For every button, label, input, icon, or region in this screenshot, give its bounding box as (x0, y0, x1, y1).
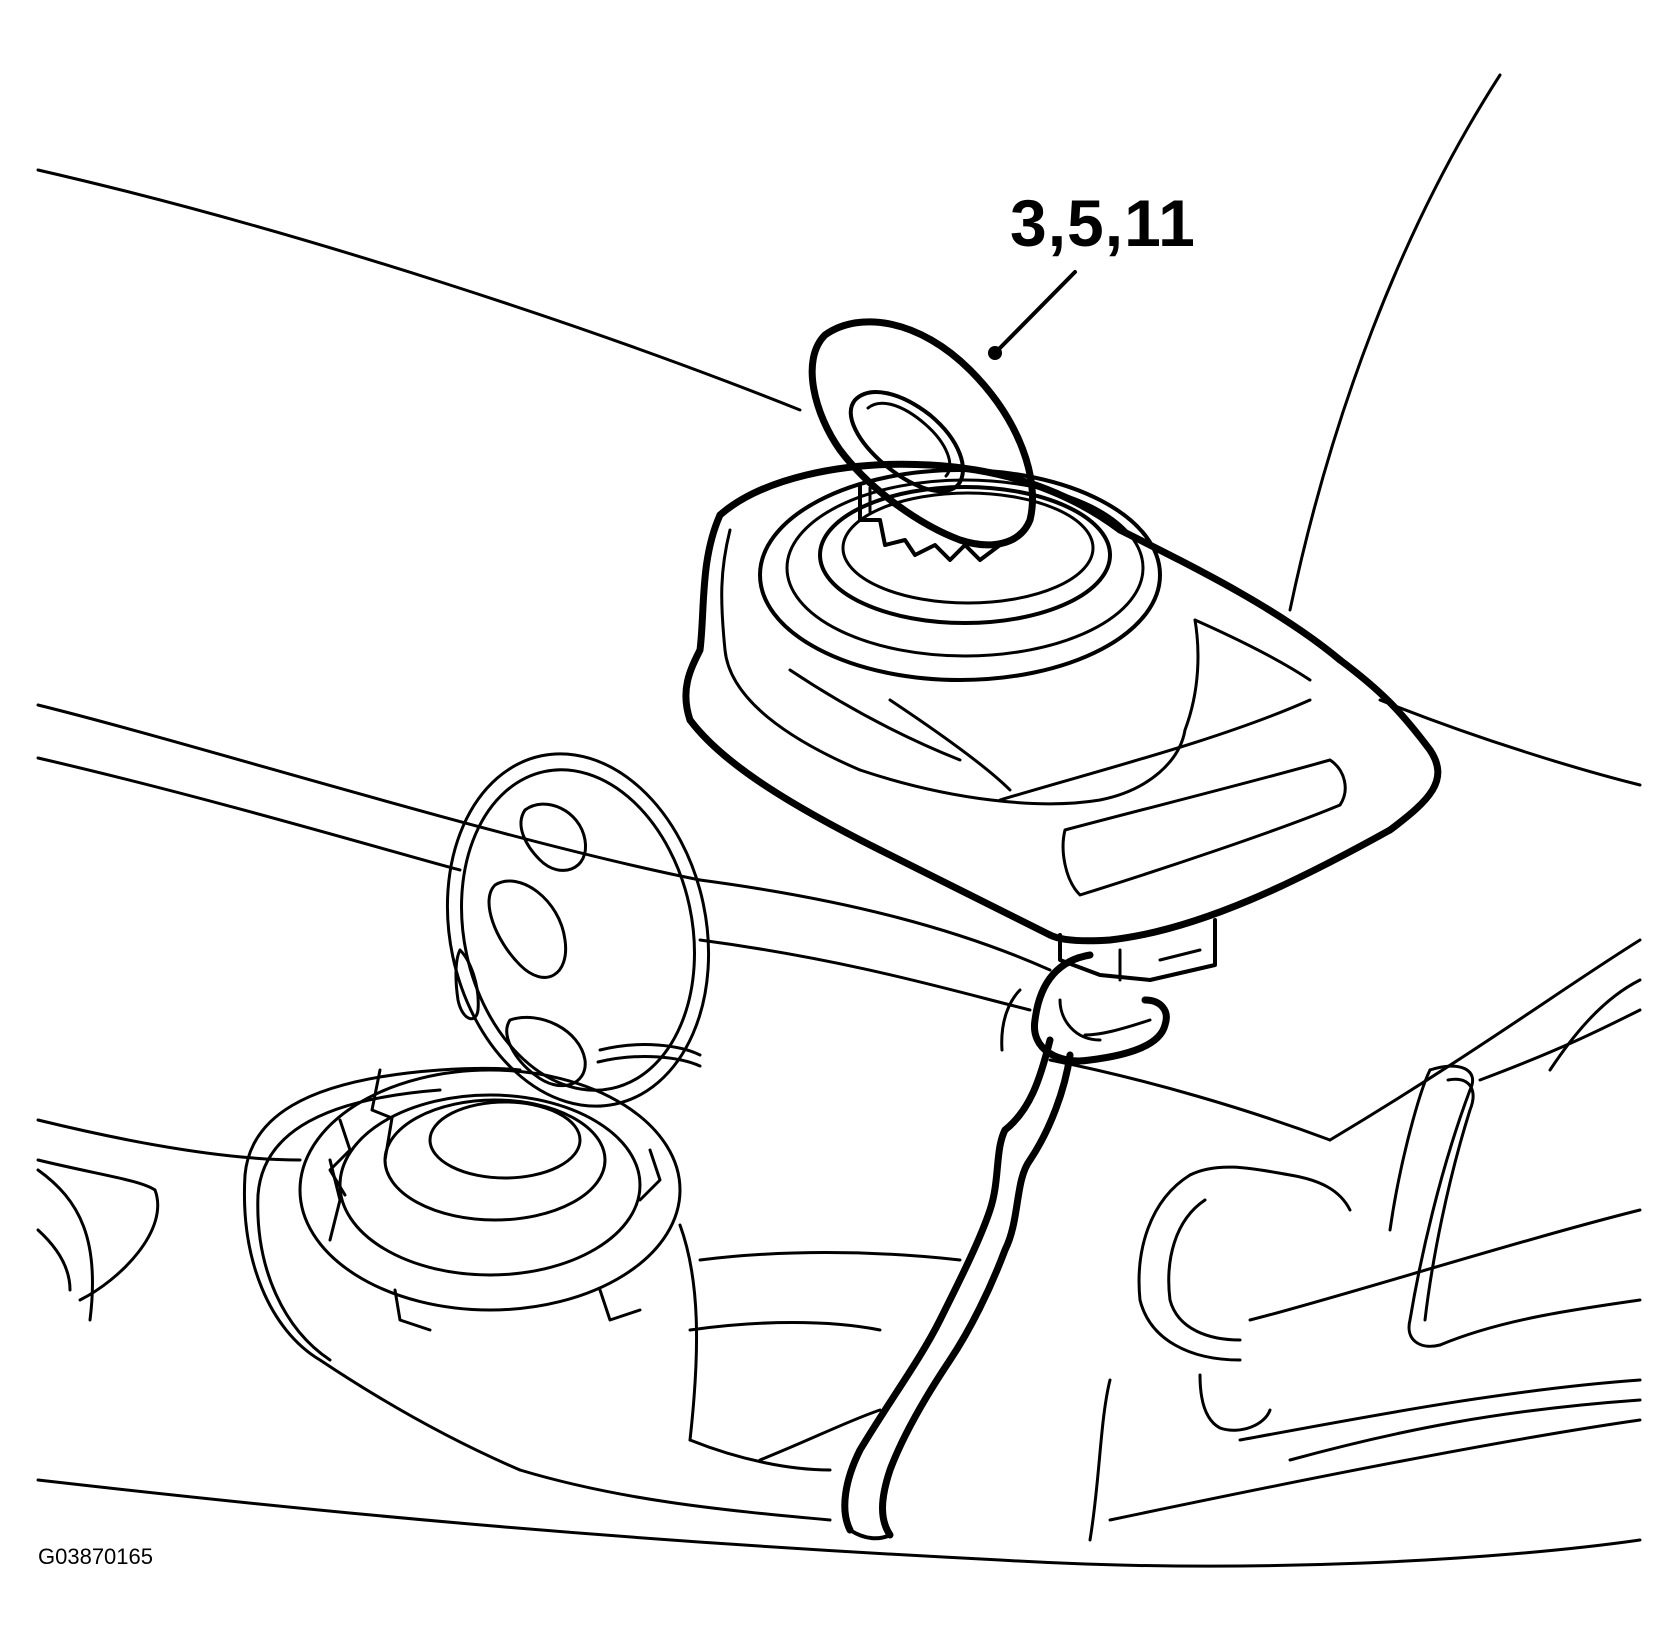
right-trim (1137, 1008, 1642, 1432)
front-key (445, 752, 711, 1108)
console-panel-lines (36, 73, 1642, 1568)
figure-id: G03870165 (38, 1544, 153, 1569)
callout-label: 3,5,11 (1010, 186, 1196, 260)
ignition-key[interactable] (808, 318, 1036, 562)
front-lock-housing (298, 1068, 682, 1332)
callout-leader-dot (988, 346, 1002, 360)
wiring-harness (841, 951, 1170, 1541)
callout-leader (988, 270, 1077, 360)
connector-block (1058, 918, 1217, 982)
ignition-lock-housing[interactable] (682, 460, 1442, 945)
